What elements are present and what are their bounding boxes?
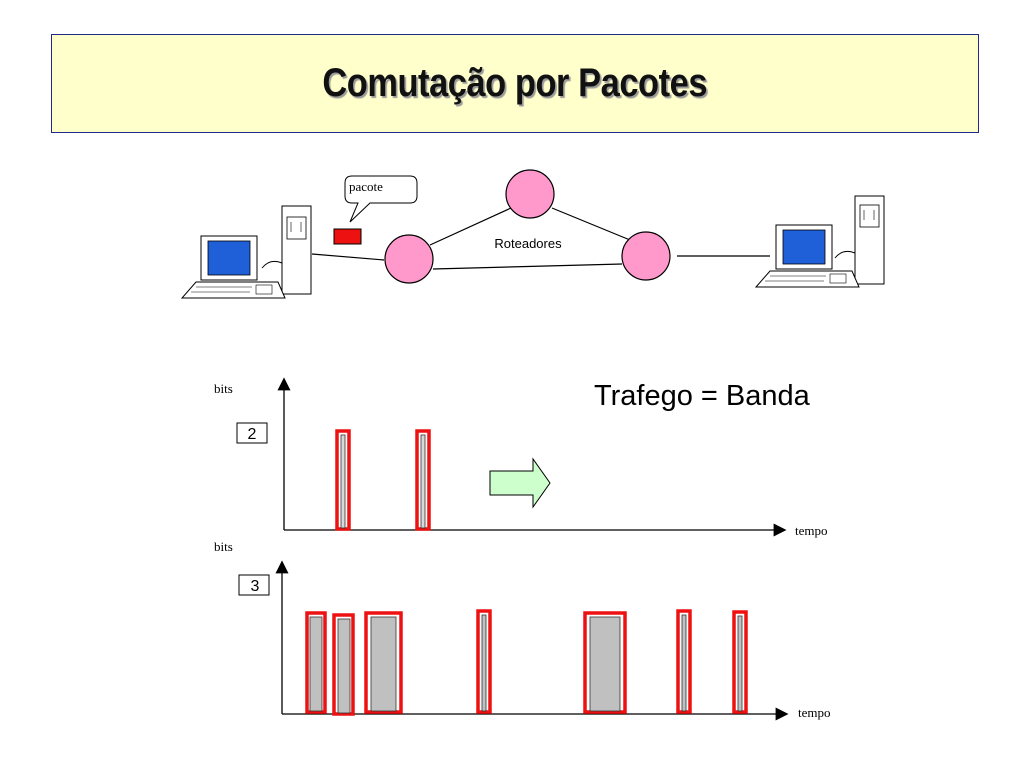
link-router-top-right <box>551 207 631 241</box>
link-router-left-top <box>429 207 512 246</box>
screen-left <box>207 240 251 276</box>
chart-bottom-badge <box>238 574 270 596</box>
chart-top-badge <box>236 422 268 444</box>
chart-bottom-x-label: tempo <box>798 705 831 720</box>
computer-left <box>180 205 312 299</box>
chart-top-x-label: tempo <box>795 523 828 538</box>
routers-label: Roteadores <box>494 236 562 251</box>
keyboard-right <box>754 270 860 288</box>
slide-title: Comutação por Pacotes <box>322 61 708 105</box>
link-router-left-right <box>432 263 623 270</box>
packet-label: pacote <box>349 179 383 194</box>
chart-top-y-label: bits <box>214 381 233 396</box>
equation-text: Trafego = Banda <box>594 380 811 412</box>
green-arrow <box>489 457 551 509</box>
computer-right <box>754 195 885 288</box>
chart-bottom-badge-label: 3 <box>251 578 260 595</box>
link-left-computer <box>311 253 385 261</box>
keyboard-left <box>180 281 286 299</box>
screen-right <box>782 229 826 265</box>
title-box: Comutação por Pacotes <box>51 34 979 133</box>
packet-speech-bubble <box>344 175 418 223</box>
router-right <box>621 231 671 281</box>
network-diagram: Roteadores pacote <box>180 169 885 299</box>
router-left <box>384 234 434 284</box>
chart-top-badge-label: 2 <box>248 426 257 443</box>
chart-bottom: bits tempo 3 <box>214 539 831 721</box>
chart-top: bits tempo 2 <box>214 377 828 538</box>
chart-bottom-y-label: bits <box>214 539 233 554</box>
router-top <box>505 169 555 219</box>
packet <box>333 228 362 245</box>
